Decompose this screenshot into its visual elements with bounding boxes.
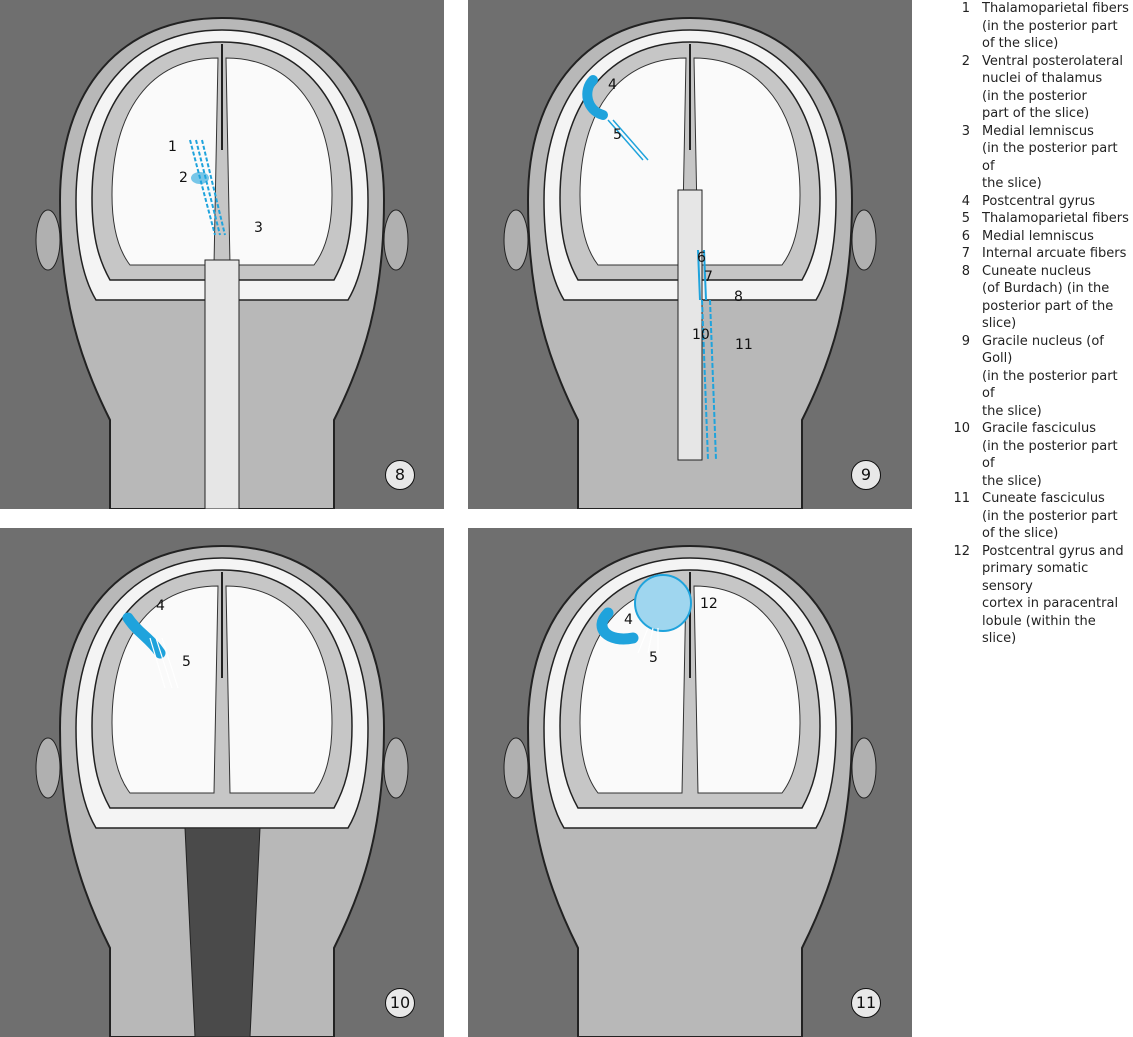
legend-text: Gracile fasciculus (in the posterior par… xyxy=(982,421,1118,489)
legend-number: 7 xyxy=(961,246,970,261)
legend-text: Thalamoparietal fibers xyxy=(982,211,1129,226)
coronal-slice-illustration-9 xyxy=(503,17,877,509)
label-4: 4 xyxy=(608,77,617,93)
slice-number-badge: 9 xyxy=(851,460,881,490)
legend-number: 6 xyxy=(961,228,970,244)
legend-item: 7 Internal arcuate fibers xyxy=(942,245,1133,263)
label-4: 4 xyxy=(156,598,165,614)
slice-panel-10: 4 5 10 xyxy=(0,528,444,1037)
coronal-slice-illustration-11 xyxy=(503,545,877,1037)
legend-item: 5 Thalamoparietal fibers xyxy=(942,210,1133,228)
legend-number: 9 xyxy=(961,333,970,349)
legend-item: 11 Cuneate fasciculus (in the posterior p… xyxy=(942,490,1133,543)
legend-item: 10 Gracile fasciculus (in the posterior p… xyxy=(942,420,1133,490)
legend-text: Cuneate fasciculus (in the posterior par… xyxy=(982,491,1118,541)
legend-text: Ventral posterolateral nuclei of thalamu… xyxy=(982,53,1123,122)
label-6: 6 xyxy=(697,250,706,266)
coronal-slice-illustration-8 xyxy=(35,17,409,509)
legend-text: Medial lemniscus (in the posterior part … xyxy=(982,123,1118,192)
legend-number: 5 xyxy=(961,211,970,226)
legend-item: 8 Cuneate nucleus (of Burdach) (in the po… xyxy=(942,263,1133,333)
legend-text: Cuneate nucleus (of Burdach) (in the pos… xyxy=(982,263,1114,332)
legend-item: 6 Medial lemniscus xyxy=(942,228,1133,246)
label-8: 8 xyxy=(734,289,743,305)
legend-number: 1 xyxy=(961,1,970,16)
label-1: 1 xyxy=(168,139,177,155)
label-2: 2 xyxy=(179,170,188,186)
legend-item: 1 Thalamoparietal fibers (in the posterio… xyxy=(942,0,1133,53)
legend-item: 12 Postcentral gyrus and primary somatic … xyxy=(942,543,1133,648)
legend-number: 12 xyxy=(953,543,970,559)
label-5: 5 xyxy=(182,654,191,670)
label-12: 12 xyxy=(700,596,718,612)
slice-number-badge: 8 xyxy=(385,460,415,490)
label-7: 7 xyxy=(704,269,713,285)
legend-text: Medial lemniscus xyxy=(982,228,1094,244)
label-4: 4 xyxy=(624,612,633,628)
legend-text: Thalamoparietal fibers (in the posterior… xyxy=(982,1,1129,51)
slice-panel-8: 1 2 3 8 xyxy=(0,0,444,509)
label-10: 10 xyxy=(692,327,710,343)
label-3: 3 xyxy=(254,220,263,236)
slice-panel-9: 4 5 6 7 8 10 11 9 xyxy=(468,0,912,509)
legend-item: 9 Gracile nucleus (of Goll) (in the poste… xyxy=(942,333,1133,421)
label-5: 5 xyxy=(649,650,658,666)
slice-number-badge: 11 xyxy=(851,988,881,1018)
legend-number: 10 xyxy=(953,421,970,436)
legend-item: 3 Medial lemniscus (in the posterior part… xyxy=(942,123,1133,193)
legend-item: 2 Ventral posterolateral nuclei of thalam… xyxy=(942,53,1133,123)
legend-number: 11 xyxy=(953,491,970,506)
legend-number: 3 xyxy=(961,123,970,139)
slice-panel-11: 4 5 12 11 xyxy=(468,528,912,1037)
label-11: 11 xyxy=(735,337,753,353)
coronal-slice-illustration-10 xyxy=(35,545,409,1037)
legend: 1 Thalamoparietal fibers (in the posterio… xyxy=(942,0,1133,648)
legend-number: 2 xyxy=(961,53,970,69)
legend-text: Internal arcuate fibers xyxy=(982,246,1127,261)
legend-text: Postcentral gyrus and primary somatic se… xyxy=(982,543,1124,647)
legend-text: Gracile nucleus (of Goll) (in the poster… xyxy=(982,333,1118,419)
legend-text: Postcentral gyrus xyxy=(982,193,1096,209)
legend-item: 4 Postcentral gyrus xyxy=(942,193,1133,211)
slice-number-badge: 10 xyxy=(385,988,415,1018)
legend-number: 4 xyxy=(961,193,970,209)
label-5: 5 xyxy=(613,127,622,143)
legend-number: 8 xyxy=(961,263,970,279)
